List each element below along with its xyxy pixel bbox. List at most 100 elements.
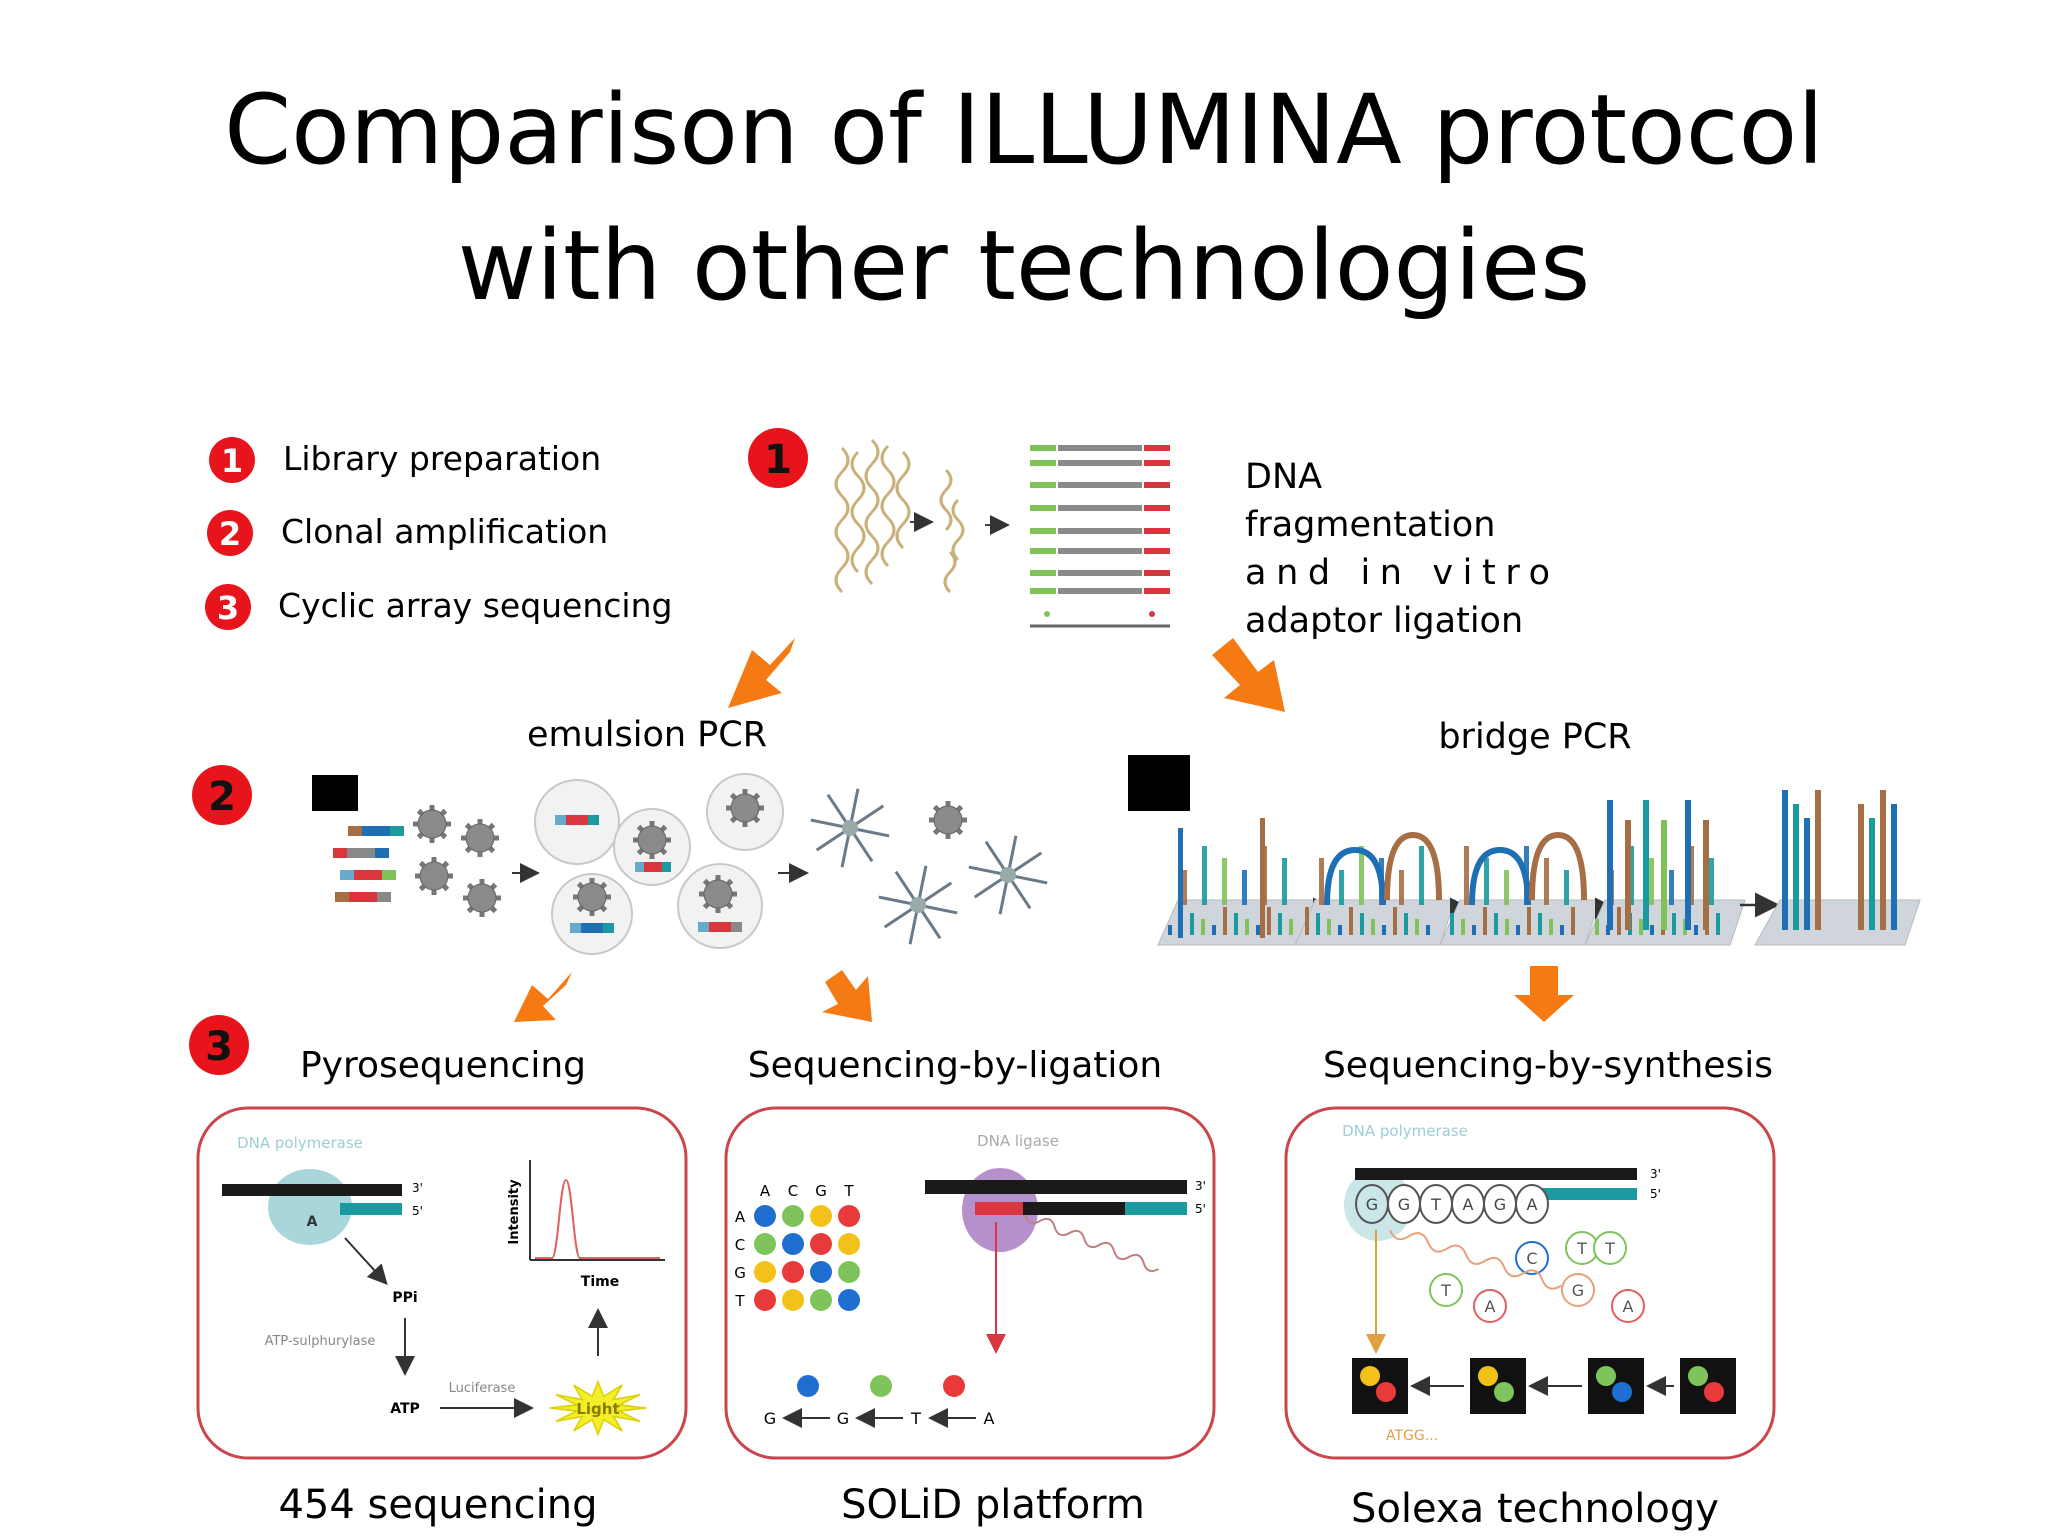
surface-primer [1505,919,1509,935]
read-base: T [910,1409,921,1428]
hybridized-strand [1484,858,1489,905]
fluorescence-images [1352,1358,1736,1414]
hybridized-strand [1242,870,1247,905]
grid-col-header: T [843,1182,854,1200]
synthesis-title: Sequencing-by-synthesis [1323,1045,1773,1086]
free-nucleotide-base: T [1604,1239,1615,1258]
surface-primer [1415,919,1419,935]
legend-item-library: 1 Library preparation [209,437,601,483]
surface-primer [1527,907,1531,935]
hybridized-strand [1629,846,1634,905]
fragment-dot-red [1149,611,1155,617]
amplified-bead-4-icon [968,835,1048,915]
droplet-bead-2-icon [726,789,764,827]
cluster-strand [1815,790,1821,930]
fragment-1 [1030,445,1170,451]
star-core [842,820,858,836]
fluorescence-frame-1 [1352,1358,1408,1414]
fragment-4 [1030,505,1170,511]
library-desc-line-2: fragmentation [1245,505,1495,545]
amplified-bead-2-icon [929,801,967,839]
cluster-strand [1804,818,1810,930]
hybridized-strand [1339,870,1344,905]
fragment-adaptor-right [1144,528,1170,534]
arrow-to-pyro-icon [514,972,572,1022]
genomic-dna-icon [834,438,911,594]
bead-core [467,883,497,913]
surface-primer [1560,925,1564,935]
surface-primer [1201,919,1205,935]
hybridized-strand [1222,858,1227,905]
surface-primer [1371,919,1375,935]
fragment-adaptor-right [1144,505,1170,511]
free-nucleotide-icon [1473,1289,1507,1323]
frag-part [354,870,382,880]
frag-part [375,848,389,858]
synthesis-section: Sequencing-by-synthesis DNA polymerase 3… [1284,1045,1776,1532]
bridge-pcr-section: bridge PCR [1128,717,1921,946]
surface-primer [1461,919,1465,935]
ligation-3prime: 3' [1195,1179,1206,1193]
pyro-primer-strand [340,1203,402,1215]
surface-primer [1404,913,1408,935]
fragment-adaptor-right [1144,588,1170,594]
fragment-adaptor-left [1030,528,1056,534]
grid-row-header: A [735,1208,746,1226]
surface-primer [1393,907,1397,935]
fragment-adaptor-right [1144,548,1170,554]
surface-primer [1672,913,1676,935]
frag-part [709,922,731,932]
bridge-arc-icon [1384,831,1442,901]
pyro-incoming-base: A [307,1214,318,1230]
ligation-platform-label: SOLiD platform [841,1482,1145,1528]
star-core [1000,867,1016,883]
fragment-adaptor-left [1030,588,1056,594]
pyro-intensity-axis: Intensity [507,1179,522,1245]
pyrosequencing-section: Pyrosequencing DNA polymerase 3' 5' A PP… [196,1045,688,1528]
synthesis-enzyme-label: DNA polymerase [1342,1122,1468,1140]
read-color-dot [797,1375,819,1397]
grid-color-dot [754,1205,776,1227]
pyro-ppi-label: PPi [392,1290,417,1306]
free-nucleotide-icon [1611,1289,1645,1323]
surface-primer [1305,907,1309,935]
cluster-strand [1858,804,1864,930]
pyrosequencing-title: Pyrosequencing [300,1045,586,1086]
library-preparation-section: 1 DNA fragmentation and in vitro adaptor… [748,428,1550,641]
bead-1-icon [413,805,451,843]
intensity-peak [535,1178,660,1259]
surface-primer [1595,919,1599,935]
surface-primer [1650,925,1654,935]
grid-color-dot [810,1233,832,1255]
tall-strand [1178,828,1183,938]
read-base: G [837,1409,849,1428]
free-nucleotide-base: A [1623,1297,1634,1316]
fragment-adaptor-left [1030,482,1056,488]
fragment-adaptor-right [1144,482,1170,488]
legend-item-clonal: 2 Clonal amplification [207,510,608,556]
free-nucleotide-base: C [1526,1249,1537,1268]
chain-nucleotide-base: A [1463,1195,1474,1214]
frag-part [731,922,742,932]
emulsion-fragment-3 [340,870,396,880]
grid-col-header: G [815,1182,827,1200]
bead-2-icon [461,819,499,857]
surface-primer [1382,925,1386,935]
frame-spot [1688,1366,1708,1386]
cluster-strand [1793,804,1799,930]
frag-part [566,815,588,825]
bead-core [933,805,963,835]
bead-core [465,823,495,853]
frag-part [377,892,391,902]
cluster-strand [1891,804,1897,930]
chain-nucleotide-base: G [1398,1195,1410,1214]
frag-part [662,862,671,872]
step-3-number: 3 [205,1024,233,1070]
cluster-strand [1782,790,1788,930]
arrow-to-emulsion-icon [728,638,795,708]
ligation-adaptor-strand [1125,1202,1187,1215]
flowcell-panel-3 [1439,831,1601,946]
emulsion-fragment-1 [348,826,404,836]
surface-primer [1494,913,1498,935]
